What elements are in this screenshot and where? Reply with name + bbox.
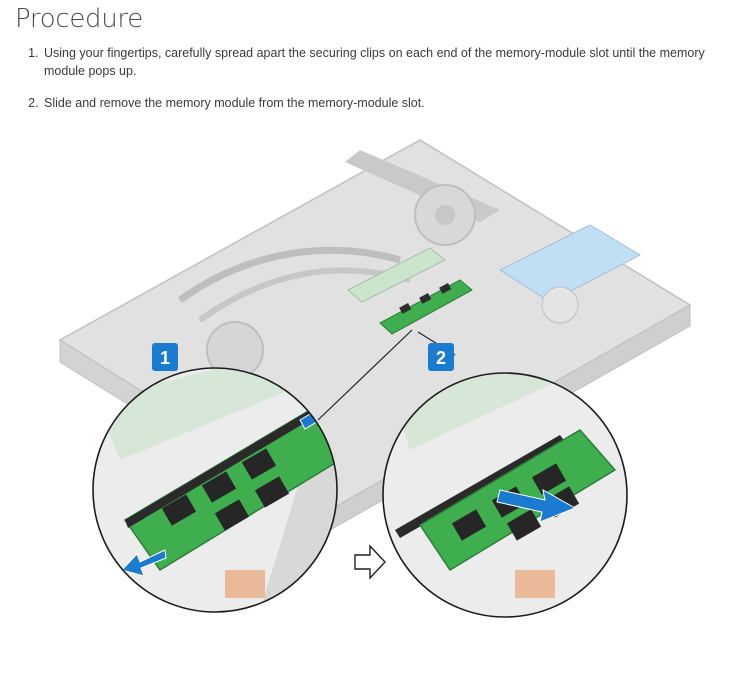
next-step-arrow bbox=[354, 544, 386, 580]
detail-view-2: 2 bbox=[382, 343, 628, 618]
procedure-illustration: 1 2 bbox=[0, 130, 750, 676]
callout-badge-1 bbox=[152, 343, 178, 371]
step-item: Slide and remove the memory module from … bbox=[42, 94, 742, 112]
detail-view-1: 1 bbox=[92, 343, 338, 613]
step-item: Using your fingertips, carefully spread … bbox=[42, 44, 742, 80]
page-title: Procedure bbox=[15, 4, 143, 34]
slide-out-arrow bbox=[496, 489, 577, 523]
memory-module-overview bbox=[379, 279, 473, 335]
callout-badge-2 bbox=[428, 343, 454, 371]
procedure-steps: Using your fingertips, carefully spread … bbox=[22, 44, 742, 126]
leader-line-1 bbox=[317, 329, 413, 421]
callout-number-1: 1 bbox=[160, 348, 170, 368]
spread-arrow-bottom bbox=[121, 549, 167, 577]
callout-number-2: 2 bbox=[436, 348, 446, 368]
